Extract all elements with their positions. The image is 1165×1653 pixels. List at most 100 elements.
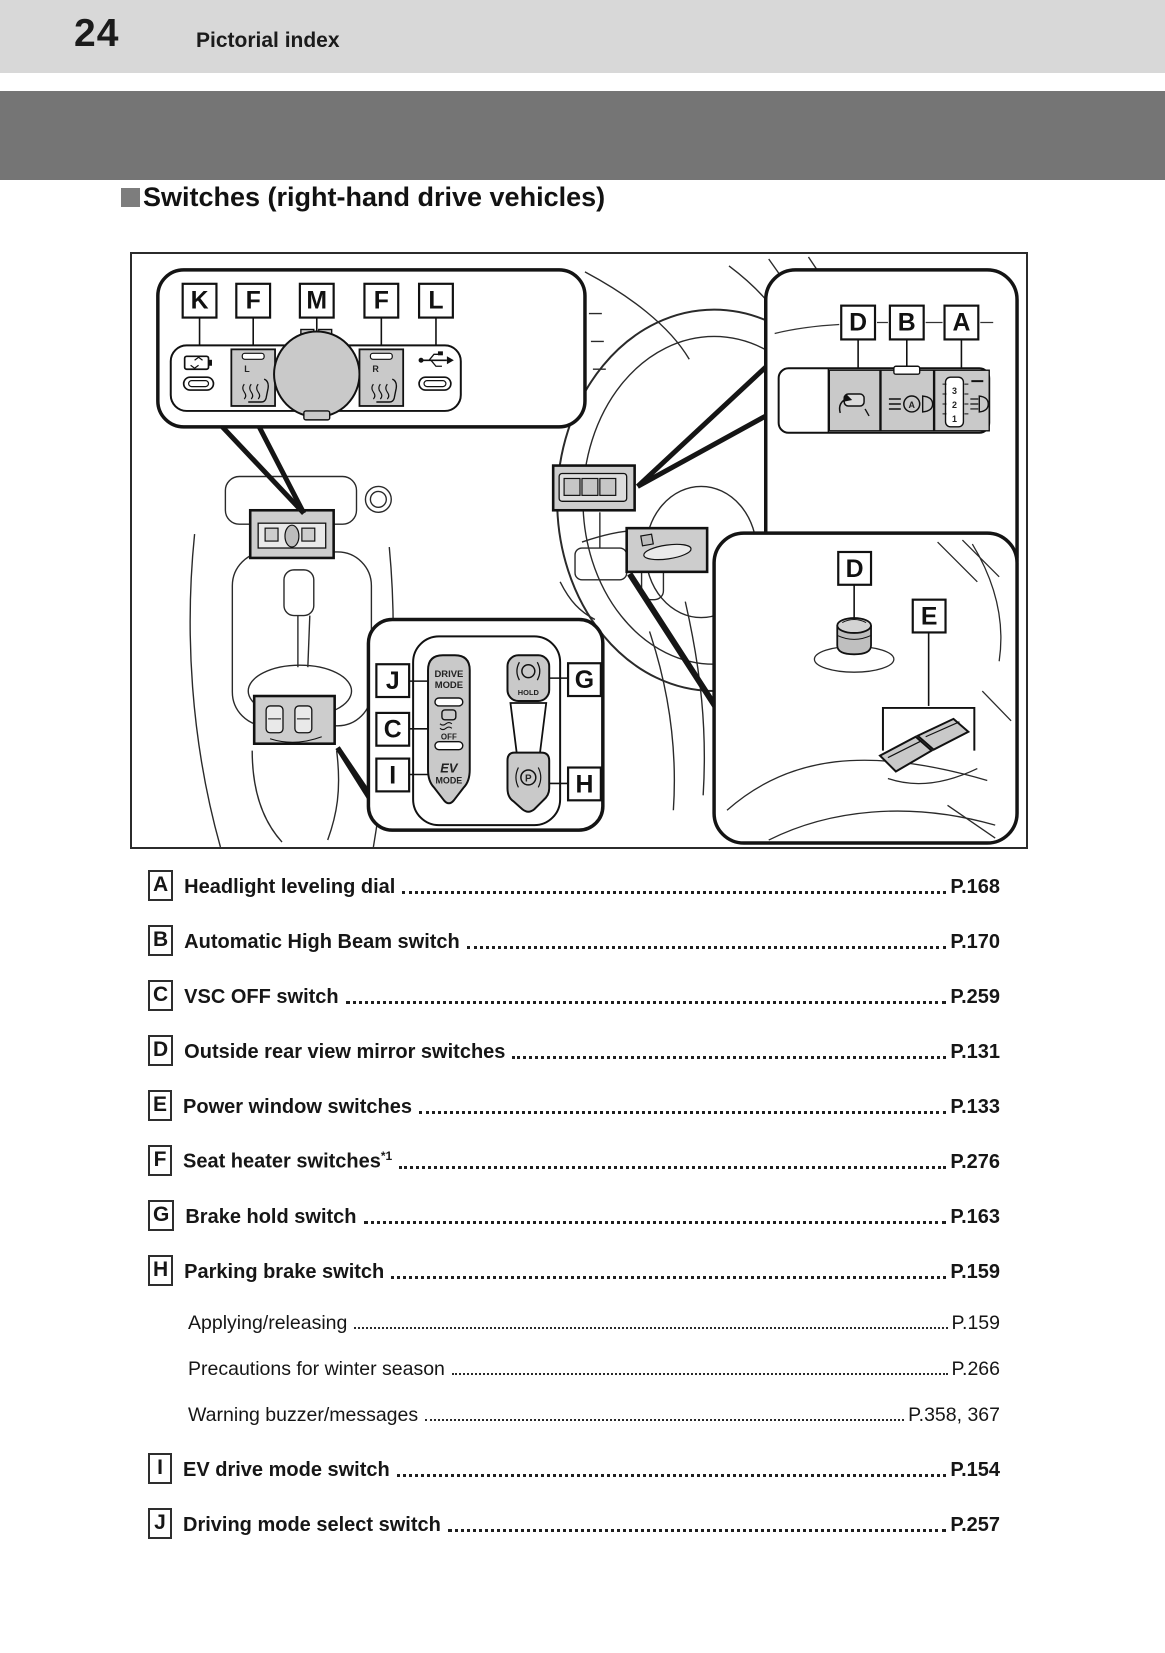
dot-leader: [451, 1373, 948, 1375]
callout-letter-C: C: [384, 717, 402, 744]
index-entry-G: G Brake hold switch P.163: [148, 1198, 1000, 1232]
seat-heater-right-button: R: [358, 348, 405, 407]
callout-letter-A: A: [952, 309, 970, 336]
callout-badge: H: [148, 1254, 174, 1286]
callout-box-I: I: [375, 757, 411, 793]
callout-badge: B: [148, 924, 174, 956]
drive-mode-cluster: DRIVE MODE OFF EV MODE: [427, 654, 471, 805]
entry-page: P.159: [950, 1261, 1000, 1283]
mirror-adjust-knob: [836, 617, 872, 656]
callout-badge: I: [148, 1452, 172, 1484]
entry-title: Headlight leveling dial: [184, 876, 396, 898]
drive-mode-mode: MODE: [435, 679, 463, 690]
subentry-page: P.266: [951, 1358, 1000, 1380]
entry-title: Power window switches: [183, 1096, 412, 1118]
dot-leader: [512, 1056, 947, 1059]
subentry-title: Warning buzzer/messages: [188, 1404, 419, 1426]
index-entry-J: J Driving mode select switch P.257: [148, 1506, 1000, 1540]
vsc-off-label: OFF: [441, 733, 457, 742]
entry-page: P.154: [950, 1459, 1000, 1481]
dot-leader: [425, 1419, 905, 1421]
section-heading: Switches (right-hand drive vehicles): [121, 182, 605, 213]
highlight-column-switches: [551, 464, 636, 512]
seat-heater-left-button: L: [230, 348, 276, 407]
parking-brake-button: P: [506, 751, 551, 813]
dot-leader: [447, 1529, 947, 1532]
entry-page: P.276: [950, 1151, 1000, 1173]
highlight-climate-panel: [248, 508, 335, 560]
dot-leader: [402, 891, 947, 894]
hold-label: HOLD: [518, 688, 540, 697]
page-header-title: Pictorial index: [196, 29, 340, 52]
dot-leader: [363, 1221, 947, 1224]
callout-letter-D-door: D: [846, 556, 864, 583]
callout-letter-F-left: F: [246, 288, 261, 315]
dot-leader: [418, 1111, 947, 1114]
dot-leader: [399, 1166, 947, 1169]
callout-badge: D: [148, 1034, 174, 1066]
door-line-art: [726, 539, 1012, 841]
seat-left-letter: L: [244, 364, 250, 374]
callout-badge: J: [148, 1507, 172, 1539]
entry-page: P.170: [950, 931, 1000, 953]
subentry-page: P.358, 367: [908, 1404, 1000, 1426]
usb-charge-icon: [182, 355, 215, 391]
accessory-socket-cover: [273, 328, 361, 421]
dot-leader: [391, 1276, 947, 1279]
chapter-band: [0, 91, 1165, 180]
callout-letter-G: G: [575, 667, 594, 694]
callout-box-A: A: [943, 304, 980, 341]
callout-box-C: C: [375, 711, 411, 747]
usb-data-icon: [418, 351, 454, 391]
ahb-a-letter: A: [909, 400, 916, 410]
entry-page: P.131: [950, 1041, 1000, 1063]
index-entry-F: F Seat heater switches*1 P.276: [148, 1143, 1000, 1177]
entry-page: P.257: [950, 1514, 1000, 1536]
index-list: A Headlight leveling dial P.168 B Automa…: [148, 868, 1000, 1561]
index-entry-D: D Outside rear view mirror switches P.13…: [148, 1033, 1000, 1067]
entry-title: Driving mode select switch: [183, 1514, 441, 1536]
callout-box-D-dash: D: [840, 304, 877, 341]
dial-number-1: 1: [952, 414, 957, 424]
seat-right-letter: R: [372, 364, 379, 374]
entry-title: Outside rear view mirror switches: [184, 1041, 506, 1063]
index-entry-I: I EV drive mode switch P.154: [148, 1451, 1000, 1485]
callout-box-F-left: F: [235, 282, 272, 319]
callout-letter-L: L: [428, 288, 443, 315]
callout-box-J: J: [375, 663, 411, 699]
power-window-switches: [878, 706, 978, 785]
index-subentry-winter: Precautions for winter season P.266: [148, 1354, 1000, 1384]
callout-badge: G: [148, 1199, 175, 1231]
callout-box-D-door: D: [837, 550, 873, 586]
shift-gate: [509, 702, 548, 760]
callout-badge: E: [148, 1089, 173, 1121]
callout-letter-E: E: [921, 604, 938, 631]
entry-title: Brake hold switch: [185, 1206, 357, 1228]
subentry-page: P.159: [951, 1312, 1000, 1334]
highlight-console-switches: [252, 694, 336, 745]
entry-title: Parking brake switch: [184, 1261, 385, 1283]
callout-letter-F-right: F: [374, 288, 389, 315]
subentry-title: Precautions for winter season: [188, 1358, 445, 1380]
seat-heater-icon: [242, 378, 269, 403]
callout-letter-I: I: [389, 762, 396, 789]
callout-box-F-right: F: [363, 282, 400, 319]
dot-leader: [345, 1001, 947, 1004]
vsc-off-icon: [439, 709, 457, 731]
callout-bubble-console-switches: DRIVE MODE OFF EV MODE HOLD P J: [366, 617, 605, 832]
dashboard-diagram: K F M F L L: [156, 256, 1019, 847]
page-header-bar: 24 Pictorial index: [0, 0, 1165, 73]
ev-mode-ev: EV: [440, 761, 459, 776]
section-title: Switches (right-hand drive vehicles): [143, 182, 606, 212]
callout-letter-K: K: [191, 288, 209, 315]
footnote-marker: *1: [380, 1149, 393, 1164]
entry-page: P.259: [950, 986, 1000, 1008]
entry-title: VSC OFF switch: [184, 986, 339, 1008]
callout-box-E: E: [911, 598, 947, 634]
auto-high-beam-switch: A: [880, 365, 935, 432]
callout-box-G: G: [566, 662, 602, 698]
callout-badge: C: [148, 979, 174, 1011]
parking-p-letter: P: [525, 773, 532, 784]
callout-letter-B: B: [898, 309, 916, 336]
entry-page: P.163: [950, 1206, 1000, 1228]
